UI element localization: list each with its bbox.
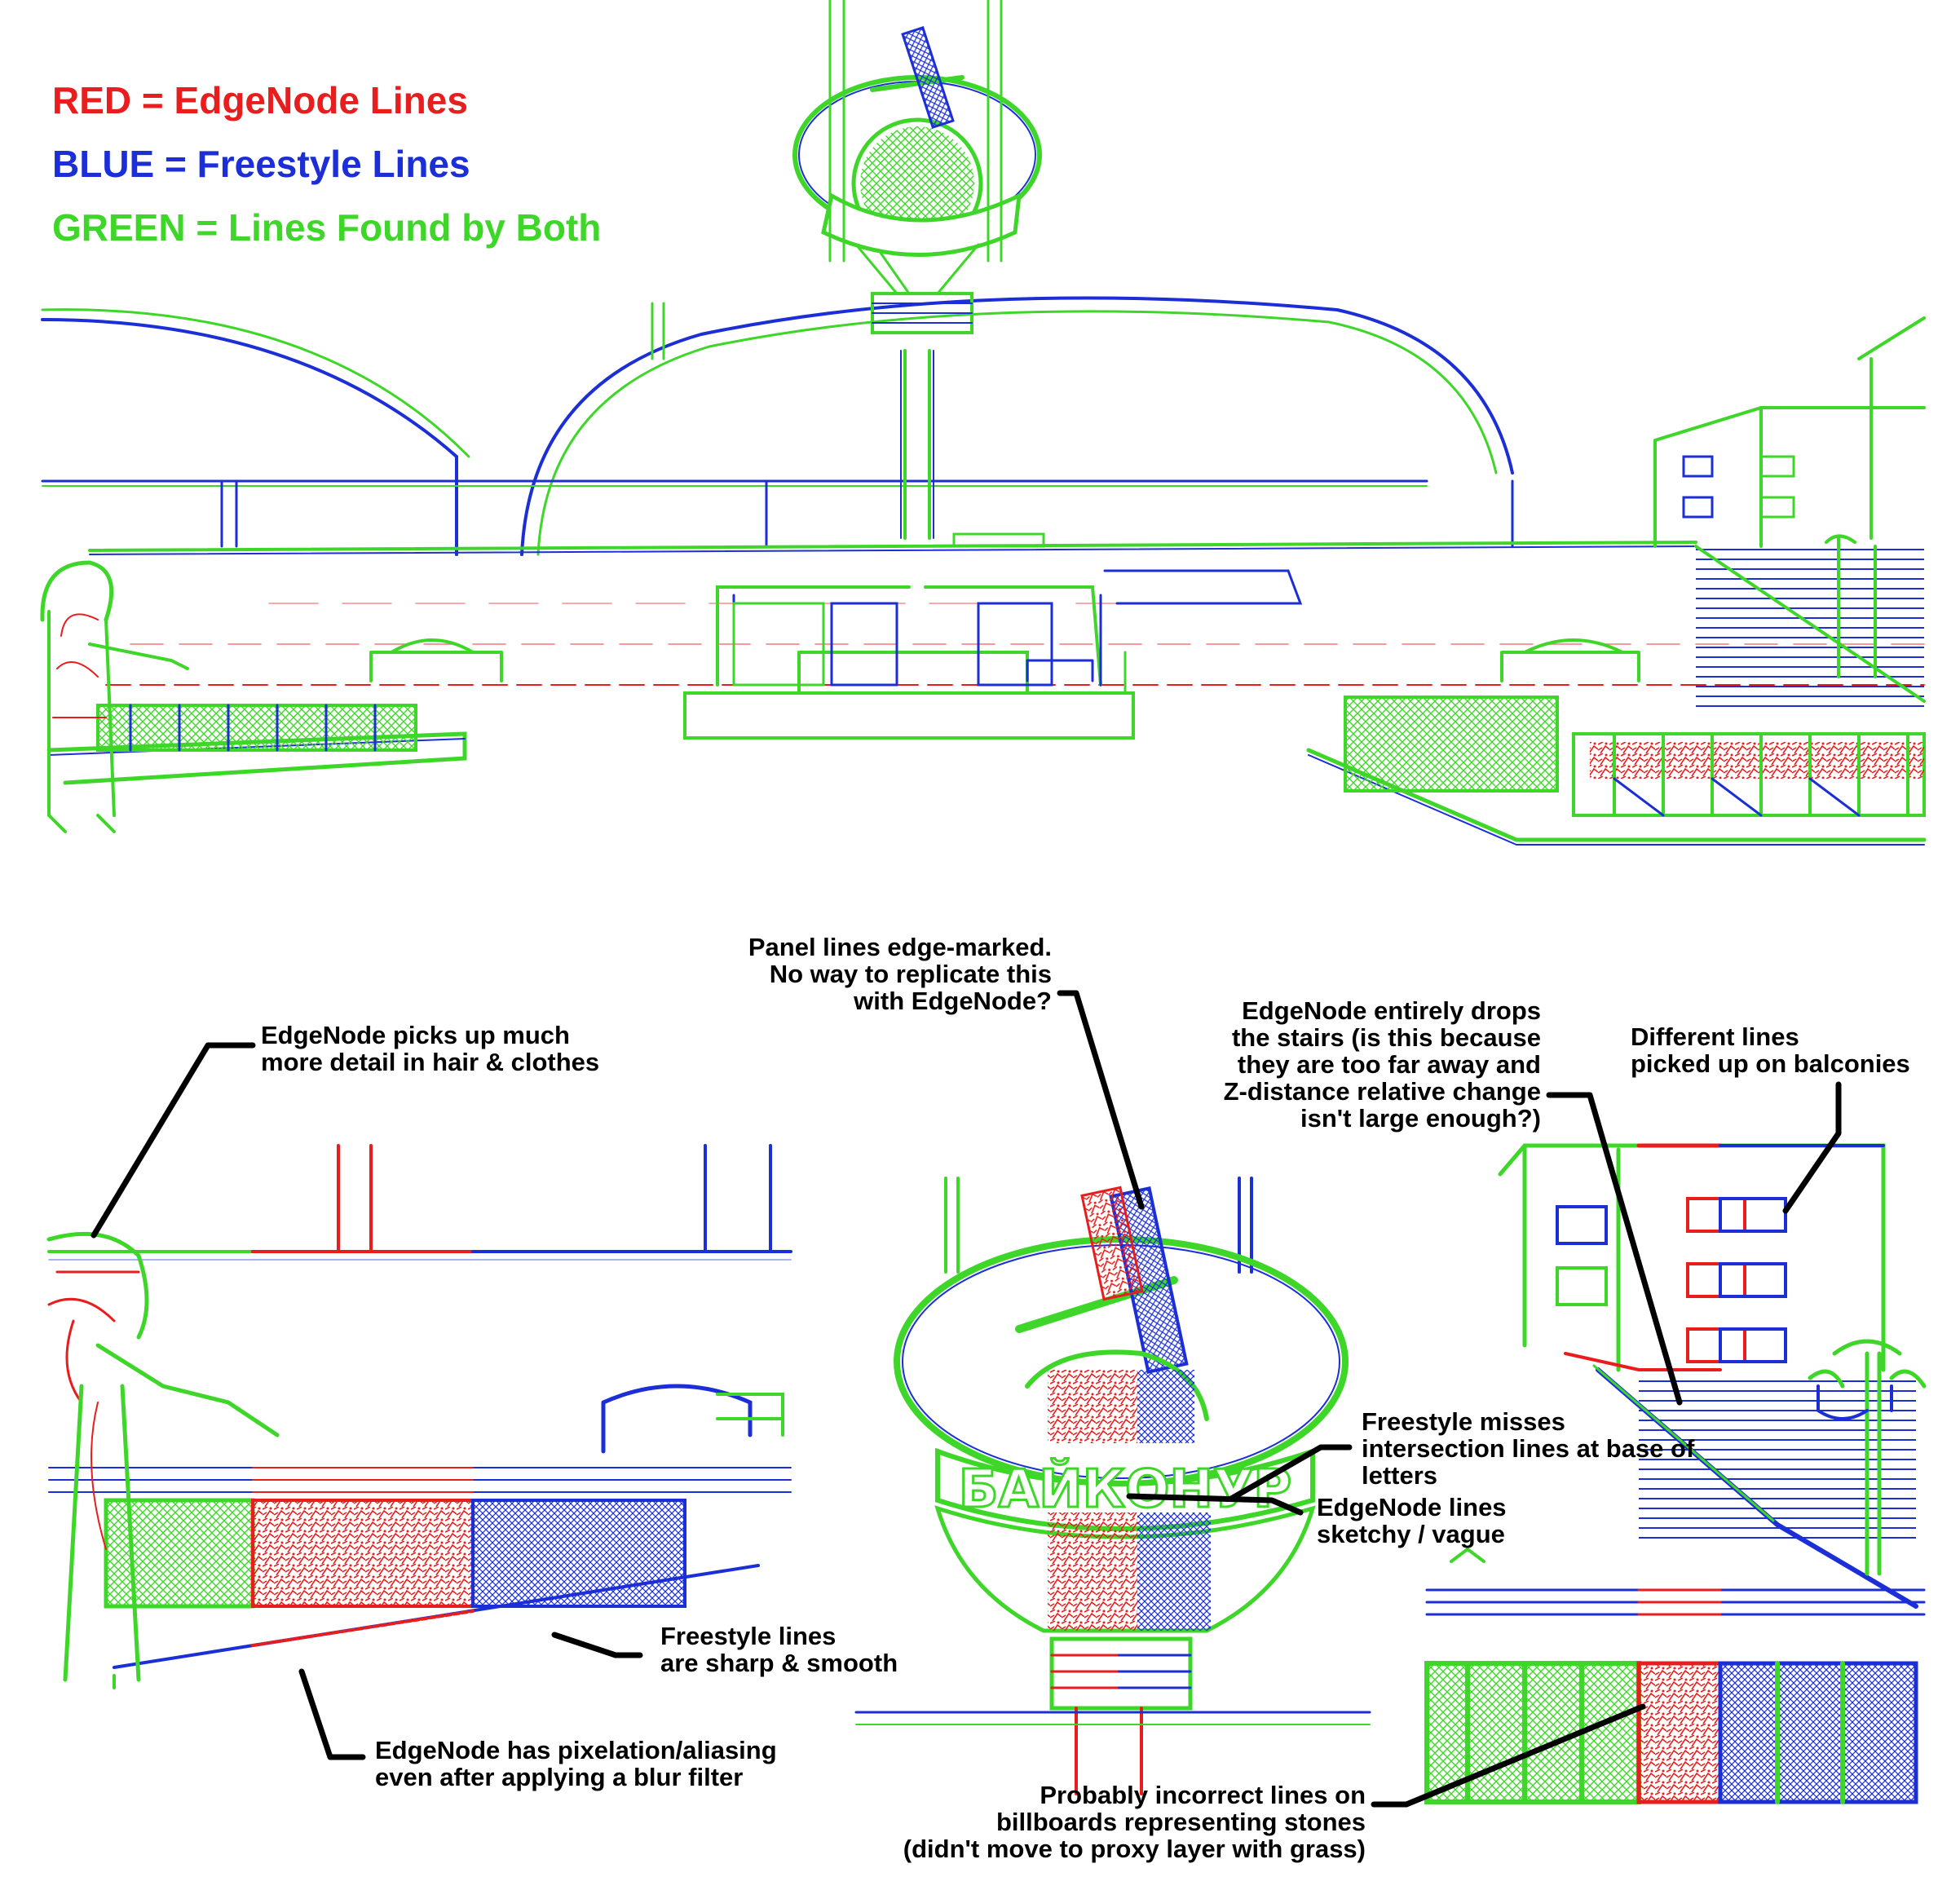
legend-red-text: RED = EdgeNode Lines bbox=[52, 79, 468, 121]
sign-letters: БАЙКОНУР bbox=[959, 1458, 1291, 1520]
legend-green: GREEN = Lines Found by Both bbox=[52, 209, 601, 246]
callout-leaders bbox=[90, 990, 1842, 1808]
annotation-panel-lines: Panel lines edge-marked. No way to repli… bbox=[748, 933, 1052, 1015]
annotation-sharp-smooth: Freestyle lines are sharp & smooth bbox=[660, 1622, 898, 1677]
annotation-sketchy: EdgeNode lines sketchy / vague bbox=[1317, 1493, 1507, 1548]
legend-green-text: GREEN = Lines Found by Both bbox=[52, 206, 602, 249]
legend-blue-text: BLUE = Freestyle Lines bbox=[52, 143, 470, 185]
legend-red: RED = EdgeNode Lines bbox=[52, 82, 468, 119]
annotation-intersection: Freestyle misses intersection lines at b… bbox=[1362, 1407, 1695, 1490]
annotation-billboards: Probably incorrect lines on billboards r… bbox=[903, 1781, 1366, 1863]
annotation-stairs: EdgeNode entirely drops the stairs (is t… bbox=[1223, 996, 1541, 1133]
annotation-balconies: Different lines picked up on balconies bbox=[1631, 1022, 1910, 1078]
detail-panel-character bbox=[46, 1144, 792, 1689]
main-scene bbox=[40, 0, 1927, 846]
legend-blue: BLUE = Freestyle Lines bbox=[52, 145, 470, 183]
detail-panel-sign: БАЙКОНУР bbox=[854, 1177, 1371, 1795]
annotation-hair-clothes: EdgeNode picks up much more detail in ha… bbox=[261, 1021, 600, 1076]
annotation-pixelation: EdgeNode has pixelation/aliasing even af… bbox=[375, 1736, 777, 1791]
